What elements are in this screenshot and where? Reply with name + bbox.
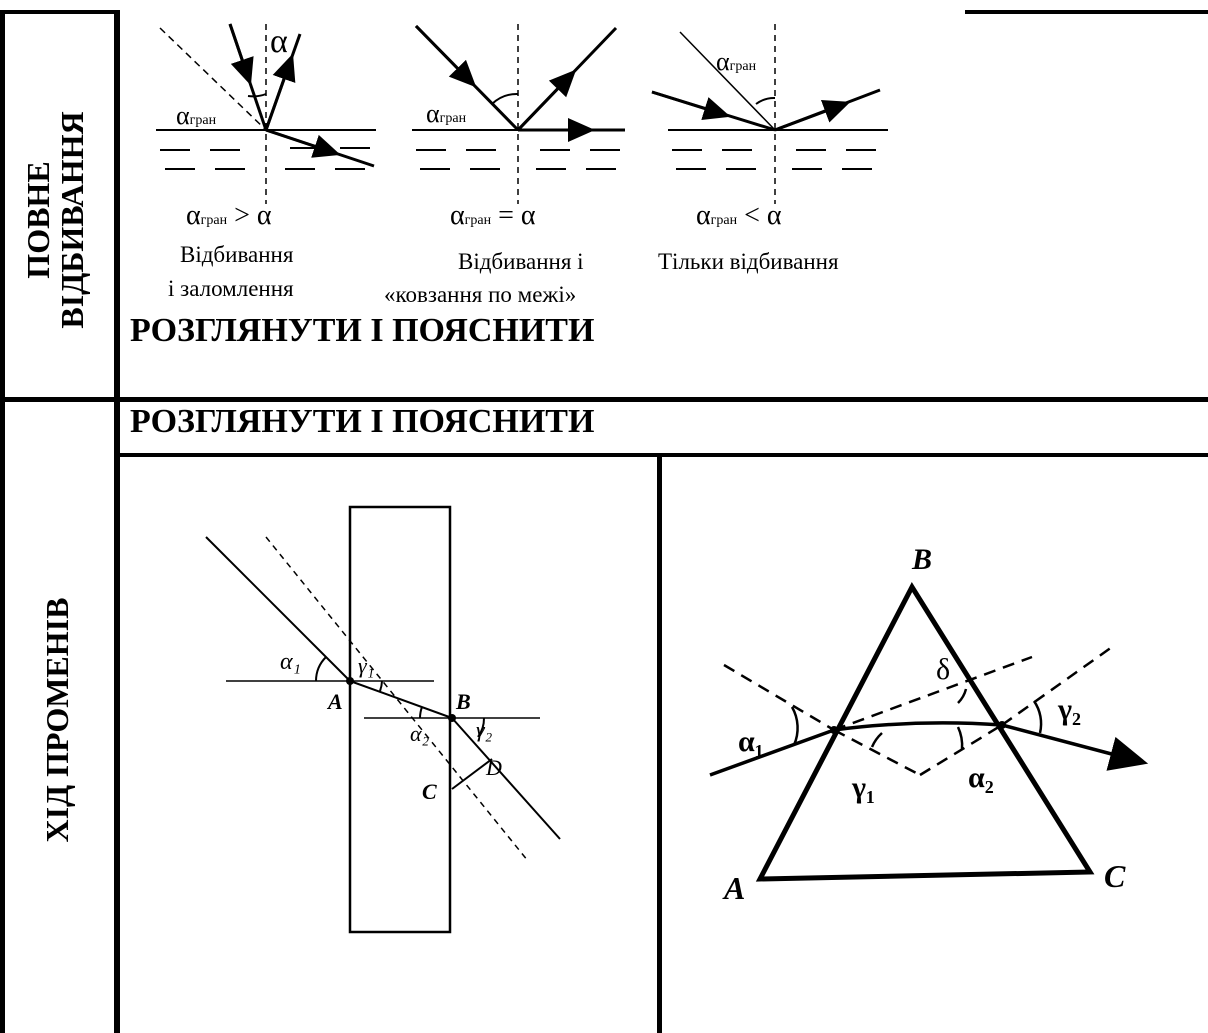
table-border-top: [0, 10, 117, 14]
plate-D: D: [485, 755, 502, 780]
caption-3-line-1: Тільки відбивання: [658, 249, 839, 274]
figure-column-divider: [657, 453, 662, 1033]
plate-B: B: [455, 689, 471, 714]
side-label-line-1: ПОВНЕ: [20, 161, 56, 279]
plate-C: C: [422, 779, 437, 804]
prism-gamma2: γ₂: [1057, 693, 1081, 726]
plate-gamma1: γ₁: [358, 653, 374, 678]
panel-refraction-and-reflection: α αгран αгран > α Відбивання і заломленн…: [156, 23, 376, 301]
critical-angle-label-2: αгран: [426, 99, 467, 128]
plate-diagram: α₁ γ₁ A B α₂ γ₂ D C: [205, 505, 561, 934]
incident-angle-label: α: [270, 23, 288, 60]
condition-2: αгран = α: [450, 200, 536, 231]
total-reflection-diagrams: α αгран αгран > α Відбивання і заломленн…: [156, 23, 888, 307]
prism-C: C: [1104, 858, 1126, 894]
critical-angle-label-1: αгран: [176, 101, 217, 130]
plate-alpha1: α₁: [280, 649, 301, 675]
caption-2-line-1: Відбивання і: [458, 249, 584, 274]
row-divider: [0, 397, 1208, 402]
prism-alpha2: α₂: [968, 761, 994, 794]
prism-A: A: [722, 870, 745, 906]
condition-3: αгран < α: [696, 200, 782, 231]
caption-2-line-2: «ковзання по межі»: [384, 282, 576, 307]
label-column-divider: [114, 10, 120, 1033]
prism-diagram: B A C α₁ γ₁ α₂ γ₂ δ: [709, 543, 1149, 906]
panel-total-reflection: αгран αгран < α Тільки відбивання: [651, 24, 888, 274]
caption-top: РОЗГЛЯНУТИ І ПОЯСНИТИ: [130, 312, 595, 349]
prism-B: B: [911, 543, 932, 576]
side-label-line-2: ВІДБИВАННЯ: [54, 111, 90, 329]
caption-1-line-2: і заломлення: [168, 276, 294, 301]
condition-1: αгран > α: [186, 200, 272, 231]
caption-bottom: РОЗГЛЯНУТИ І ПОЯСНИТИ: [130, 403, 595, 440]
side-label-ray-path: ХІД ПРОМЕНІВ: [39, 597, 75, 843]
panel-grazing: αгран αгран = α Відбивання і «ковзання п…: [384, 24, 625, 307]
plate-alpha2: α₂: [410, 721, 430, 746]
prism-delta: δ: [936, 653, 950, 686]
table-border-left: [0, 10, 5, 1033]
plate-A: A: [326, 689, 343, 714]
prism-alpha1: α₁: [738, 725, 764, 758]
side-label-total-reflection: ПОВНЕ ВІДБИВАННЯ: [20, 95, 101, 345]
caption-1-line-1: Відбивання: [180, 242, 294, 267]
critical-angle-label-3: αгран: [716, 47, 757, 76]
prism-gamma1: γ₁: [851, 771, 875, 804]
table-border-top-right: [965, 10, 1208, 14]
plate-gamma2: γ₂: [476, 717, 493, 742]
